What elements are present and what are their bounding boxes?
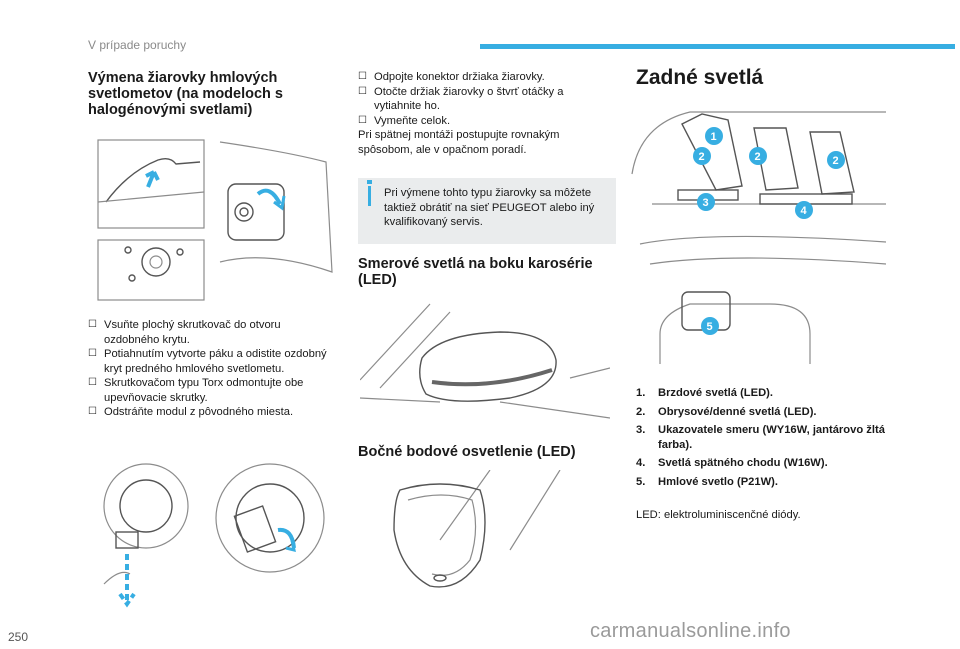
list-item: ☐Skrutkovačom typu Torx odmontujte obe u… xyxy=(88,377,304,404)
badge-5: 5 xyxy=(707,321,713,333)
middle-steps: ☐Odpojte konektor držiaka žiarovky. ☐Oto… xyxy=(358,70,608,128)
checkbox-marker-icon: ☐ xyxy=(358,85,367,97)
rear-heading: Zadné svetlá xyxy=(636,66,764,89)
badge-4: 4 xyxy=(801,205,808,217)
info-note-text: Pri výmene tohto typu žiarovky sa môžete… xyxy=(384,187,595,228)
page-number: 250 xyxy=(8,630,29,644)
rear-lights-illustration: 1 2 2 2 3 4 5 xyxy=(630,104,887,379)
side-mirror-illustration xyxy=(359,298,611,433)
checkbox-marker-icon: ☐ xyxy=(88,348,97,359)
badge-2c: 2 xyxy=(833,155,839,167)
spot-heading: Bočné bodové osvetlenie (LED) xyxy=(358,444,576,460)
badge-3: 3 xyxy=(703,197,709,209)
rear-light-list: 1.Brzdové svetlá (LED). 2.Obrysové/denné… xyxy=(636,386,896,493)
list-item: 1.Brzdové svetlá (LED). xyxy=(636,387,774,399)
checkbox-marker-icon: ☐ xyxy=(88,319,97,330)
checkbox-marker-icon: ☐ xyxy=(88,406,97,417)
list-item: ☐Vsuňte plochý skrutkovač do otvoru ozdo… xyxy=(88,319,281,346)
header-accent-bar xyxy=(480,44,955,49)
reinstall-text: Pri spätnej montáži postupujte rovnakým … xyxy=(358,129,560,156)
list-item: 2.Obrysové/denné svetlá (LED). xyxy=(636,405,817,418)
side-indicators-heading: Smerové svetlá na boku karosérie (LED) xyxy=(358,256,593,288)
list-item: ☐Vymeňte celok. xyxy=(358,114,451,127)
checkbox-marker-icon: ☐ xyxy=(358,71,367,82)
checkbox-marker-icon: ☐ xyxy=(358,114,367,126)
list-item: 4.Svetlá spätného chodu (W16W). xyxy=(636,457,828,469)
fog-bulb-illustration xyxy=(96,456,332,617)
list-item: 5.Hmlové svetlo (P21W). xyxy=(636,475,778,488)
fog-cover-illustration xyxy=(88,132,340,309)
section-title: V prípade poruchy xyxy=(88,38,187,52)
watermark: carmanualsonline.info xyxy=(590,620,791,642)
badge-2b: 2 xyxy=(755,151,761,163)
mirror-underside-illustration xyxy=(360,469,610,605)
list-item: 3.Ukazovatele smeru (WY16W, jantárovo žl… xyxy=(636,424,885,451)
list-item: ☐Odpojte konektor držiaka žiarovky. xyxy=(358,71,545,83)
fog-steps: ☐Vsuňte plochý skrutkovač do otvoru ozdo… xyxy=(88,318,328,420)
info-icon xyxy=(367,180,372,184)
list-item: ☐Otočte držiak žiarovky o štvrť otáčky a… xyxy=(358,85,564,113)
list-item: ☐Potiahnutím vytvorte páku a odistite oz… xyxy=(88,348,327,375)
badge-2a: 2 xyxy=(699,151,705,163)
info-note: Pri výmene tohto typu žiarovky sa môžete… xyxy=(358,178,616,244)
list-item: ☐Odstráňte modul z pôvodného miesta. xyxy=(88,406,294,418)
led-footnote: LED: elektroluminiscenčné diódy. xyxy=(636,509,801,521)
fog-heading: Výmena žiarovky hmlových svetlometov (na… xyxy=(88,70,283,118)
badge-1: 1 xyxy=(711,131,717,143)
checkbox-marker-icon: ☐ xyxy=(88,377,97,388)
